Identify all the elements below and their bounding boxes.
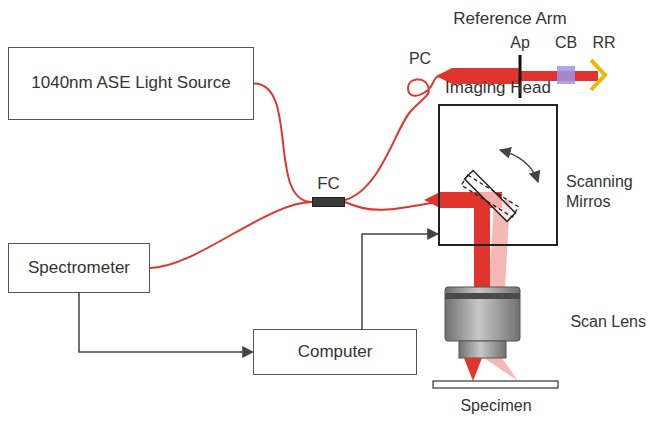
part-label: Scanning Mirros [566,172,646,212]
reference-fiber [345,76,440,200]
node-text: Spectrometer [28,257,130,279]
optical-fiber [150,202,312,268]
scan-lens-ring [445,293,520,299]
node-text: Computer [298,341,373,363]
compensation-block [557,66,575,84]
section-title: Reference Arm [453,8,566,29]
scanning-mirror-ghost [461,175,518,217]
part-label: Specimen [460,396,531,416]
fiber-coupler: FC [312,197,345,207]
specimen-slide [433,381,558,388]
part-label: Ap [510,33,530,53]
part-label: RR [592,33,615,53]
imaging-head-box: Imaging Head [438,104,558,246]
focused-beam-faded [484,358,518,381]
part-label: CB [555,33,577,53]
scan-lens-tip [459,341,506,358]
signal-arrow [79,293,253,352]
scan-motion-arrow [500,150,538,182]
optical-fiber [345,202,438,210]
retroreflector [591,60,605,90]
light-source-box: 1040nm ASE Light Source [8,47,254,120]
node-text: 1040nm ASE Light Source [31,72,230,94]
part-label: Scan Lens [570,312,646,332]
signal-arrow [362,234,438,329]
sample-beam [474,200,490,288]
focused-beam [464,358,482,381]
computer-box: Computer [253,329,417,375]
scan-lens [445,287,520,341]
node-text: Imaging Head [445,78,551,98]
node-text: FC [317,174,340,194]
spectrometer-box: Spectrometer [8,243,150,293]
optical-fiber [254,84,312,203]
part-label: PC [409,49,431,69]
